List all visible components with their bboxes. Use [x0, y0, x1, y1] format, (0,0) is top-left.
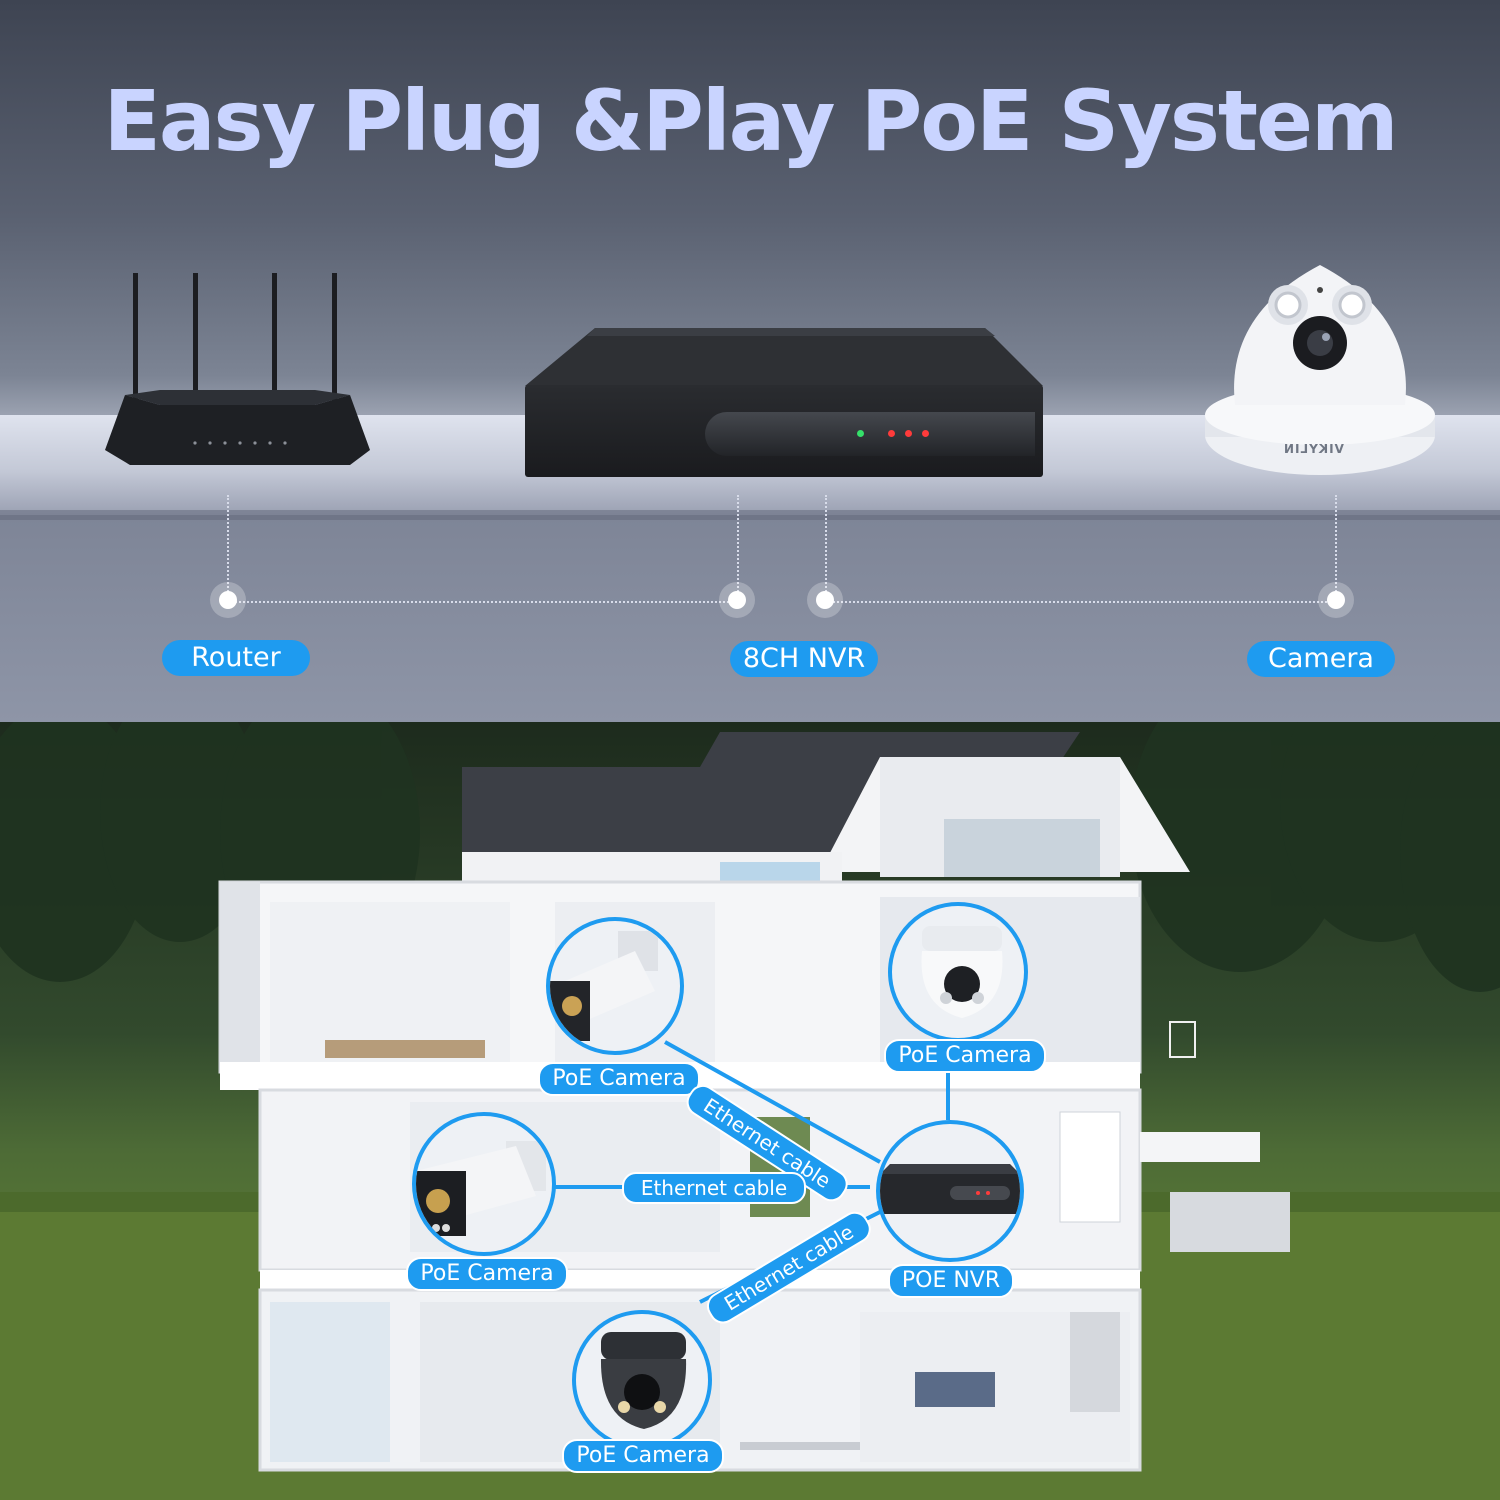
page-title: Easy Plug &Play PoE System: [103, 72, 1398, 170]
nvr-node-right: [807, 582, 843, 618]
camera-label: Camera: [1247, 641, 1395, 677]
led-green: [857, 430, 864, 437]
camera-brand-logo: VIKYLIN: [1283, 442, 1344, 456]
camera-connector: [1335, 495, 1337, 599]
nvr-front-panel: [705, 412, 1035, 456]
poe-nvr-label: POE NVR: [888, 1264, 1014, 1298]
system-overview-panel: Easy Plug &Play PoE System: [0, 0, 1500, 722]
dome-camera-top-icon: [888, 902, 1028, 1042]
ethernet-cable-label: Ethernet cable: [622, 1172, 806, 1204]
nvr-top-icon: [525, 328, 1043, 386]
router-icon: [105, 273, 370, 465]
nvr-label: 8CH NVR: [730, 641, 878, 677]
router-connector: [227, 495, 229, 599]
bullet-camera-top-icon: [546, 917, 684, 1055]
house-installation-panel: PoE Camera PoE Camera PoE Camera PoE Cam…: [0, 722, 1500, 1500]
led-red: [888, 430, 895, 437]
nvr-node-left: [719, 582, 755, 618]
poe-camera-label: PoE Camera: [884, 1039, 1046, 1073]
dome-camera-icon: [1205, 265, 1435, 475]
poe-nvr-icon: [876, 1120, 1024, 1262]
bullet-camera-middle-icon: [412, 1112, 556, 1256]
poe-camera-label: PoE Camera: [538, 1062, 700, 1096]
nvr-to-camera-line: [825, 601, 1335, 603]
house-cutaway-illustration: [0, 722, 1500, 1500]
router-label: Router: [162, 640, 310, 676]
nvr-connector-right: [825, 495, 827, 599]
poe-camera-label: PoE Camera: [406, 1257, 568, 1291]
shelf-edge: [0, 510, 1500, 520]
nvr-connector-left: [737, 495, 739, 599]
camera-node: [1318, 582, 1354, 618]
led-red: [922, 430, 929, 437]
router-node: [210, 582, 246, 618]
led-red: [905, 430, 912, 437]
router-to-nvr-line: [227, 601, 737, 603]
dark-dome-camera-icon: [572, 1310, 712, 1450]
poe-camera-label: PoE Camera: [562, 1439, 724, 1473]
